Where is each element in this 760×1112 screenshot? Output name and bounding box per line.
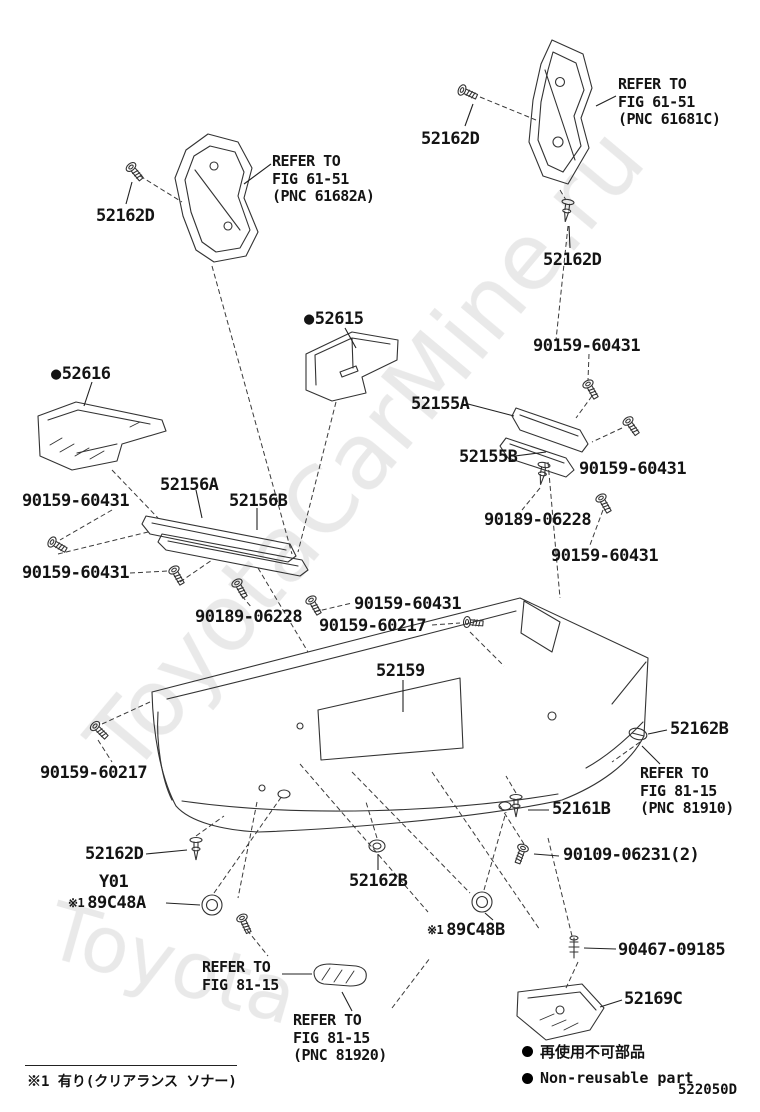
bumper-52159-shape [151, 597, 649, 833]
clip-icon [628, 727, 648, 741]
part-label-52162d-left[interactable]: 52162D [96, 206, 155, 226]
part-label-52159[interactable]: 52159 [376, 661, 425, 681]
bolt-icon [462, 615, 484, 630]
part-label-52162d-bottom[interactable]: 52162D [85, 844, 144, 864]
label-y01: Y01 [99, 872, 129, 892]
bolt-icon [593, 491, 615, 516]
piece-52616-shape [37, 401, 167, 471]
push-clip-icon [189, 836, 203, 861]
refer-label-fig61-51-right[interactable]: REFER TO FIG 61-51 (PNC 61681C) [618, 75, 721, 129]
legend-text: Non-reusable part [540, 1069, 694, 1087]
non-reusable-bullet-icon: ● [51, 364, 61, 384]
part-label-52155b[interactable]: 52155B [459, 447, 518, 467]
part-label-52162d-right[interactable]: 52162D [543, 250, 602, 270]
bracket-52169c-shape [516, 983, 605, 1041]
bracket-left-shape [174, 133, 259, 263]
part-label-90159-60431-4[interactable]: 90159-60431 [22, 491, 130, 511]
retainer-52156-shape [141, 515, 309, 577]
part-label-90189-06228-1[interactable]: 90189-06228 [484, 510, 592, 530]
legend: 再使用不可部品 Non-reusable part [522, 1041, 694, 1094]
part-number: 52615 [314, 309, 364, 329]
part-label-52162b-center[interactable]: 52162B [349, 871, 408, 891]
figure-code: 522050D [678, 1082, 738, 1098]
part-label-52615[interactable]: ●52615 [304, 309, 364, 329]
bolt-icon [234, 911, 255, 936]
bracket-right-shape [528, 39, 593, 185]
fir-clip-icon [568, 935, 580, 959]
bolt-icon [455, 82, 480, 103]
non-reusable-bullet-icon [522, 1072, 533, 1084]
dashed-leader-lines [57, 96, 641, 1009]
sonar-sensor-icon [471, 891, 493, 913]
part-label-52156b[interactable]: 52156B [229, 491, 288, 511]
bolt-icon [45, 534, 70, 556]
part-label-52156a[interactable]: 52156A [160, 475, 219, 495]
part-label-90159-60431-2[interactable]: 90159-60431 [579, 459, 687, 479]
part-label-90159-60431-5[interactable]: 90159-60431 [22, 563, 130, 583]
part-label-52162b-right[interactable]: 52162B [670, 719, 729, 739]
refer-label-fig61-51-left[interactable]: REFER TO FIG 61-51 (PNC 61682A) [272, 152, 375, 206]
reflector-shape [313, 963, 367, 987]
bolt-icon [166, 563, 188, 588]
legend-text: 再使用不可部品 [540, 1043, 646, 1061]
legend-item-en: Non-reusable part [522, 1069, 694, 1087]
part-label-90159-60217-2[interactable]: 90159-60217 [40, 763, 148, 783]
non-reusable-bullet-icon: ● [304, 309, 314, 329]
part-label-90109-06231[interactable]: 90109-06231(2) [563, 845, 700, 865]
footnote-ref-mark: ※1 [68, 896, 85, 910]
bolt-icon [123, 160, 147, 184]
footnote-ref-mark: ※1 [427, 923, 444, 937]
part-shapes [37, 39, 649, 1041]
non-reusable-bullet-icon [522, 1046, 533, 1057]
bolt-icon [511, 842, 530, 866]
bolt-icon [620, 414, 643, 438]
refer-label-fig81-15-left[interactable]: REFER TO FIG 81-15 [202, 958, 279, 994]
sonar-sensor-icon [201, 894, 223, 916]
push-clip-icon [509, 793, 523, 818]
legend-item-jp: 再使用不可部品 [522, 1041, 694, 1062]
part-number: 52616 [61, 364, 111, 384]
fasteners [45, 82, 648, 959]
part-label-90189-06228-2[interactable]: 90189-06228 [195, 607, 303, 627]
refer-label-fig81-15-bottom[interactable]: REFER TO FIG 81-15 (PNC 81920) [293, 1011, 387, 1065]
part-number: 89C48B [446, 920, 505, 940]
part-label-52169c[interactable]: 52169C [624, 989, 683, 1009]
part-label-52155a[interactable]: 52155A [411, 394, 470, 414]
part-label-90159-60431-1[interactable]: 90159-60431 [533, 336, 641, 356]
support-52615-shape [305, 331, 399, 402]
part-label-52616[interactable]: ●52616 [51, 364, 111, 384]
grommet-icon [368, 839, 386, 853]
solid-leader-lines [83, 95, 668, 1012]
part-label-52162d-top[interactable]: 52162D [421, 129, 480, 149]
footnote-divider [25, 1065, 237, 1066]
footnote-text: ※1 有り(クリアランス ソナー) [27, 1074, 237, 1090]
part-number: 89C48A [87, 893, 146, 913]
part-label-90467-09185[interactable]: 90467-09185 [618, 940, 726, 960]
part-label-90159-60431-6[interactable]: 90159-60431 [354, 594, 462, 614]
part-label-90159-60217-1[interactable]: 90159-60217 [319, 616, 427, 636]
part-label-90159-60431-3[interactable]: 90159-60431 [551, 546, 659, 566]
part-label-52161b[interactable]: 52161B [552, 799, 611, 819]
refer-label-fig81-15-right[interactable]: REFER TO FIG 81-15 (PNC 81910) [640, 764, 734, 818]
